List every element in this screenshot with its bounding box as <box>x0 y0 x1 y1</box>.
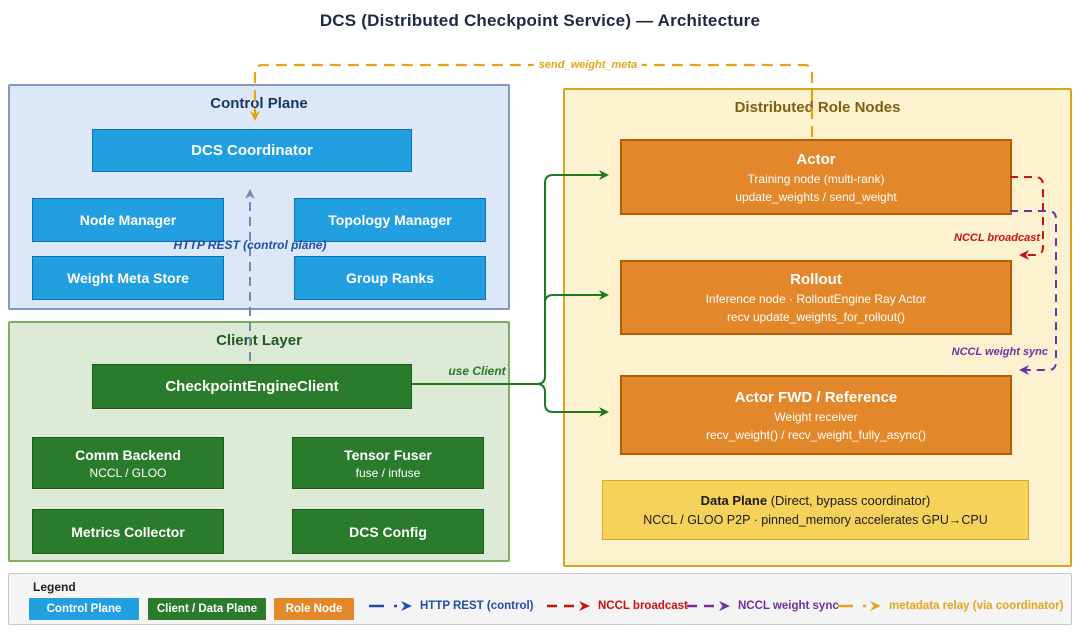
data-plane-title: Data Plane <box>700 493 768 508</box>
legend-title: Legend <box>33 580 76 594</box>
tensor-fuser-node: Tensor Fuser fuse / infuse <box>292 437 484 489</box>
legend-arrow-http-rest-label: HTTP REST (control) <box>420 600 534 612</box>
actor-line1: Training node (multi-rank) <box>747 171 885 186</box>
data-plane-title-line: Data Plane (Direct, bypass coordinator) <box>701 493 931 508</box>
send-weight-meta-label: send_weight_meta <box>533 59 643 71</box>
legend-arrow-nccl-broadcast: NCCL broadcast <box>546 600 688 612</box>
checkpoint-engine-client-node: CheckpointEngineClient <box>92 364 412 409</box>
nccl-broadcast-label: NCCL broadcast <box>954 232 1040 244</box>
page-title: DCS (Distributed Checkpoint Service) — A… <box>319 11 761 30</box>
legend-swatch-client-data-plane: Client / Data Plane <box>148 598 266 620</box>
metrics-collector-node: Metrics Collector <box>32 509 224 554</box>
actor-node: Actor Training node (multi-rank) update_… <box>620 139 1012 215</box>
dashed-arrow-icon <box>838 601 881 611</box>
legend-arrow-nccl-weight-sync-label: NCCL weight sync <box>738 600 839 612</box>
role-nodes-header: Distributed Role Nodes <box>734 99 901 116</box>
comm-backend-title: Comm Backend <box>75 446 181 463</box>
topology-manager-node: Topology Manager <box>294 198 486 242</box>
rollout-line2: recv update_weights_for_rollout() <box>726 310 906 324</box>
dcs-config-node: DCS Config <box>292 509 484 554</box>
actor-line2: update_weights / send_weight <box>735 189 897 204</box>
tensor-fuser-title: Tensor Fuser <box>344 446 432 463</box>
comm-backend-subtitle: NCCL / GLOO <box>89 465 167 480</box>
role-nodes-container: Distributed Role Nodes Actor Training no… <box>563 88 1072 567</box>
actor-fwd-line1: Weight receiver <box>774 409 858 424</box>
dcs-coordinator-node: DCS Coordinator <box>92 129 412 172</box>
legend-arrow-metadata-relay-label: metadata relay (via coordinator) <box>889 600 1064 612</box>
rollout-line1: Inference node · RolloutEngine Ray Actor <box>705 292 927 306</box>
use-client-label: use Client <box>448 364 506 378</box>
legend: Legend Control Plane Client / Data Plane… <box>8 573 1072 625</box>
legend-arrow-nccl-broadcast-label: NCCL broadcast <box>598 600 688 612</box>
weight-meta-store-node: Weight Meta Store <box>32 256 224 300</box>
legend-arrow-nccl-weight-sync: NCCL weight sync <box>686 600 839 612</box>
control-plane-container: Control Plane DCS Coordinator Node Manag… <box>8 84 510 310</box>
node-manager-node: Node Manager <box>32 198 224 242</box>
rollout-node: Rollout Inference node · RolloutEngine R… <box>620 260 1012 335</box>
client-layer-header: Client Layer <box>216 332 302 349</box>
dashed-arrow-icon <box>369 601 412 611</box>
dashed-arrow-icon <box>547 601 590 611</box>
legend-arrow-metadata-relay: metadata relay (via coordinator) <box>837 600 1063 612</box>
http-rest-label: HTTP REST (control plane) <box>173 238 327 252</box>
tensor-fuser-subtitle: fuse / infuse <box>355 465 421 480</box>
client-layer-container: Client Layer CheckpointEngineClient Comm… <box>8 321 510 562</box>
legend-swatch-control-plane: Control Plane <box>29 598 139 620</box>
actor-fwd-line2: recv_weight() / recv_weight_fully_async(… <box>705 427 927 442</box>
control-plane-header: Control Plane <box>210 95 308 112</box>
data-plane-line2: NCCL / GLOO P2P · pinned_memory accelera… <box>643 513 988 527</box>
rollout-title: Rollout <box>790 271 842 288</box>
comm-backend-node: Comm Backend NCCL / GLOO <box>32 437 224 489</box>
legend-swatch-role-node: Role Node <box>274 598 354 620</box>
data-plane-node: Data Plane (Direct, bypass coordinator) … <box>602 480 1029 540</box>
data-plane-title-suffix: (Direct, bypass coordinator) <box>767 493 931 508</box>
dashed-arrow-icon <box>687 601 730 611</box>
group-ranks-node: Group Ranks <box>294 256 486 300</box>
actor-title: Actor <box>796 150 836 168</box>
actor-fwd-reference-node: Actor FWD / Reference Weight receiver re… <box>620 375 1012 455</box>
actor-fwd-title: Actor FWD / Reference <box>734 388 898 406</box>
legend-arrow-http-rest: HTTP REST (control) <box>368 600 534 612</box>
nccl-weight-sync-label: NCCL weight sync <box>951 346 1048 358</box>
